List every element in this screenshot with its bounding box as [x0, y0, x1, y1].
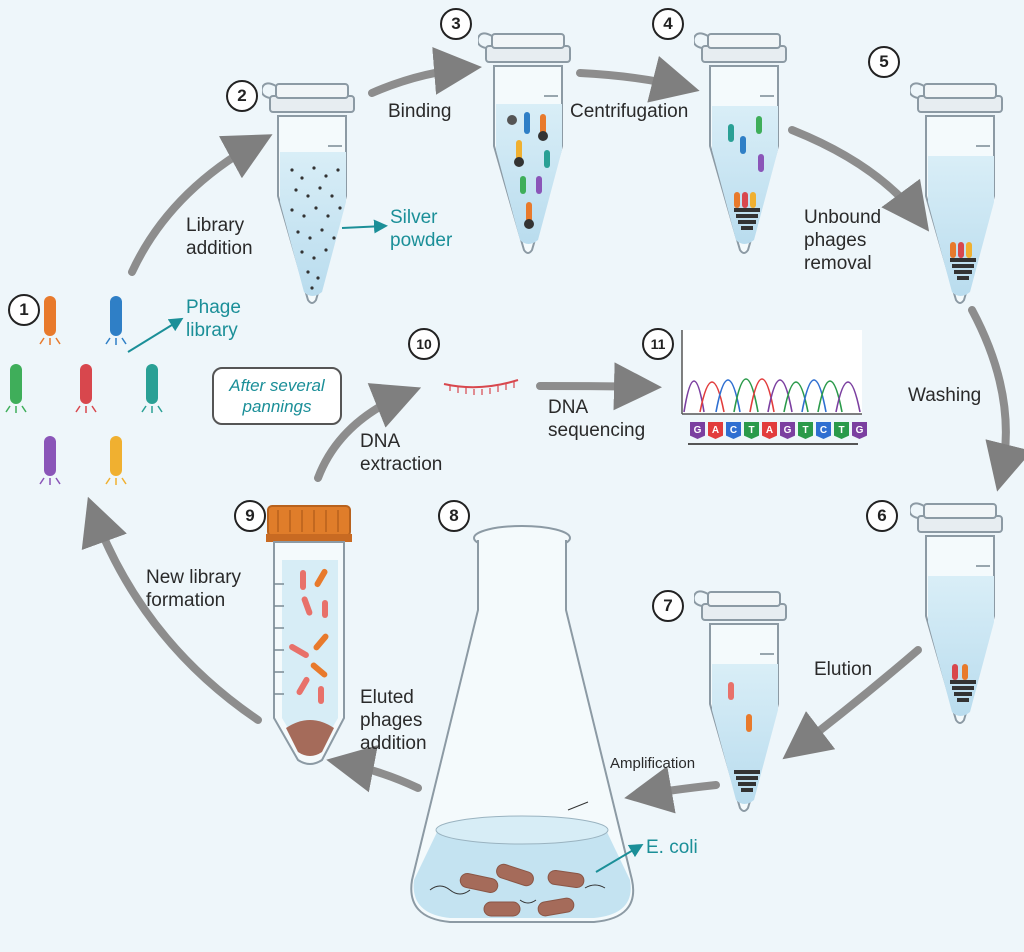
label-washing: Washing	[908, 385, 982, 406]
label-dna-sequencing: DNA sequencing	[548, 397, 646, 441]
label-dna-extraction: DNA extraction	[360, 431, 443, 475]
phage-library-group	[5, 296, 163, 485]
dna-strand	[443, 379, 519, 395]
tube-step7	[694, 590, 787, 812]
sequence-bases: G A C T A G T C T G	[690, 422, 867, 439]
label-e-coli: E. coli	[646, 837, 698, 858]
silver-powder-dots	[290, 166, 342, 290]
tube-step3	[478, 32, 571, 254]
step-badge-2: 2	[226, 80, 258, 112]
label-elution: Elution	[814, 659, 873, 680]
base-tag: T	[798, 422, 813, 439]
base-tag: C	[816, 422, 831, 439]
step-badge-10: 10	[408, 328, 440, 360]
label-unbound-removal: Unbound phages removal	[804, 207, 882, 274]
step-badge-6: 6	[866, 500, 898, 532]
step-badge-5: 5	[868, 46, 900, 78]
tube-step4	[694, 32, 787, 254]
tube-step9	[266, 505, 352, 765]
base-tag: G	[852, 422, 867, 439]
step-badge-9: 9	[234, 500, 266, 532]
label-new-library: New library formation	[146, 567, 242, 611]
step-badge-11: 11	[642, 328, 674, 360]
tube-step6	[910, 502, 1003, 724]
label-eluted-addition: Eluted phages addition	[360, 687, 427, 754]
tube-step2	[262, 82, 388, 304]
label-amplification: Amplification	[610, 755, 696, 772]
base-tag: T	[744, 422, 759, 439]
base-tag: G	[690, 422, 705, 439]
base-tag: G	[780, 422, 795, 439]
step-badge-3: 3	[440, 8, 472, 40]
step-badge-8: 8	[438, 500, 470, 532]
step-badge-4: 4	[652, 8, 684, 40]
label-centrifugation: Centrifugation	[570, 101, 689, 122]
step-badge-7: 7	[652, 590, 684, 622]
after-pannings-note: After several pannings	[212, 367, 342, 425]
label-library-addition: Library addition	[186, 215, 253, 259]
label-phage-library: Phage library	[186, 297, 241, 341]
base-tag: T	[834, 422, 849, 439]
base-tag: C	[726, 422, 741, 439]
label-silver-powder: Silver powder	[390, 207, 453, 251]
flask-step8	[410, 525, 644, 923]
tube-step5	[910, 82, 1003, 304]
label-binding: Binding	[388, 101, 452, 122]
chromatogram	[681, 330, 862, 445]
step-badge-1: 1	[8, 294, 40, 326]
base-tag: A	[762, 422, 777, 439]
base-tag: A	[708, 422, 723, 439]
cycle-arrows	[81, 46, 1024, 814]
